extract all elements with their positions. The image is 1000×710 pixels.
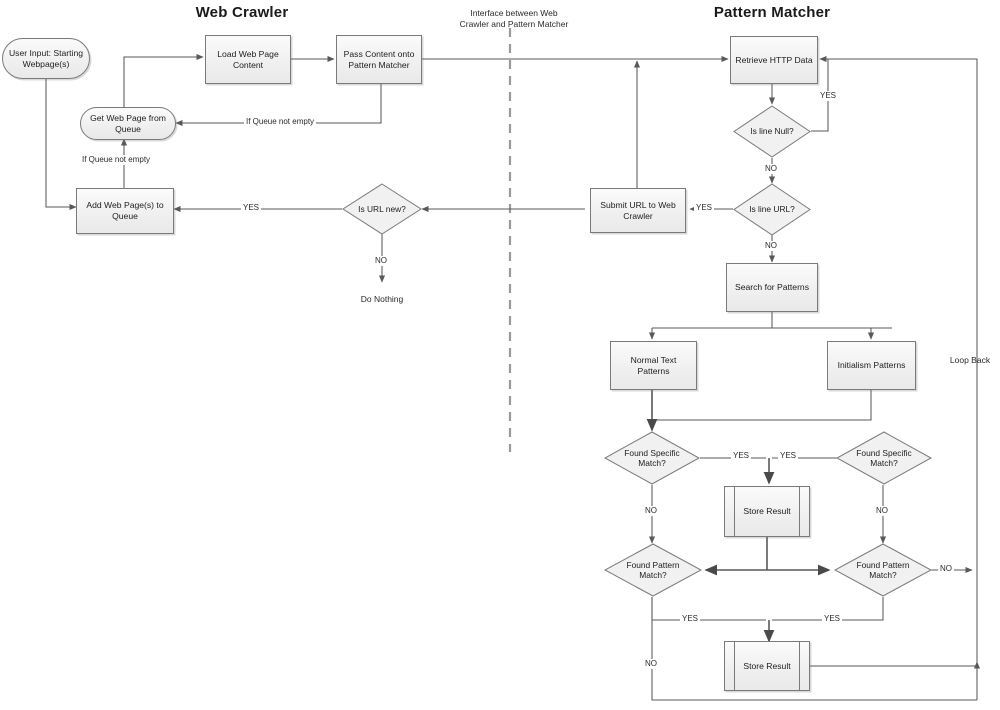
title-pattern-matcher: Pattern Matcher [713, 4, 831, 21]
node-found-specific-match-right-label: Found Specific Match? [856, 447, 912, 469]
node-load-web-page[interactable]: Load Web Page Content [205, 35, 291, 84]
edge-label-pattern-left-yes: YES [680, 614, 701, 624]
node-normal-text-patterns[interactable]: Normal Text Patterns [610, 341, 697, 390]
node-get-web-page[interactable]: Get Web Page from Queue [80, 107, 176, 140]
edge-label-url-new-no: NO [373, 256, 389, 266]
edge-label-pattern-right-no: NO [938, 564, 954, 574]
annotation-interface-note: Interface between Web Crawler and Patter… [459, 8, 569, 29]
edge-label-specific-left-no: NO [643, 506, 659, 516]
node-retrieve-http-label: Retrieve HTTP Data [735, 54, 813, 65]
node-is-line-null[interactable]: Is line Null? [733, 105, 811, 158]
node-found-pattern-match-left-label: Found Pattern Match? [626, 559, 680, 581]
diamond-shape [604, 543, 702, 597]
diamond-shape [834, 543, 932, 597]
node-retrieve-http[interactable]: Retrieve HTTP Data [730, 36, 818, 84]
diamond-shape [604, 431, 700, 485]
edge-label-line-url-no: NO [763, 241, 779, 251]
node-user-input[interactable]: User Input: Starting Webpage(s) [2, 38, 90, 79]
node-submit-url[interactable]: Submit URL to Web Crawler [590, 188, 686, 233]
edge-label-line-null-no: NO [763, 164, 779, 174]
edge-label-line-null-yes: YES [818, 91, 839, 101]
node-is-url-new[interactable]: Is URL new? [342, 183, 422, 235]
title-web-crawler: Web Crawler [195, 4, 289, 21]
node-pass-content[interactable]: Pass Content onto Pattern Matcher [336, 35, 422, 84]
diamond-shape [342, 183, 422, 235]
node-store-result-bottom[interactable]: Store Result [724, 641, 810, 691]
node-store-result-top[interactable]: Store Result [724, 486, 810, 537]
node-found-specific-match-left-label: Found Specific Match? [624, 447, 680, 469]
edge-label-line-url-yes: YES [694, 203, 715, 213]
diamond-shape [733, 105, 811, 158]
node-submit-url-label: Submit URL to Web Crawler [600, 199, 676, 221]
node-found-pattern-match-left[interactable]: Found Pattern Match? [604, 543, 702, 597]
edge-label-specific-left-yes: YES [731, 451, 752, 461]
node-store-result-top-label: Store Result [743, 506, 791, 516]
node-load-web-page-label: Load Web Page Content [217, 48, 279, 70]
node-add-web-page[interactable]: Add Web Page(s) to Queue [76, 188, 174, 234]
node-is-line-null-label: Is line Null? [750, 126, 794, 137]
node-normal-text-patterns-label: Normal Text Patterns [630, 354, 677, 376]
edge-label-queue-not-empty-2: If Queue not empty [80, 155, 153, 165]
edge-label-pattern-right-yes: YES [822, 614, 843, 624]
node-is-url-new-label: Is URL new? [358, 203, 406, 214]
diamond-shape [836, 431, 932, 485]
edge-label-specific-right-no: NO [874, 506, 890, 516]
node-is-line-url[interactable]: Is line URL? [733, 183, 811, 236]
node-search-patterns[interactable]: Search for Patterns [726, 263, 818, 312]
node-initialism-patterns[interactable]: Initialism Patterns [827, 341, 916, 390]
node-found-pattern-match-right[interactable]: Found Pattern Match? [834, 543, 932, 597]
node-is-line-url-label: Is line URL? [749, 204, 795, 215]
node-initialism-patterns-label: Initialism Patterns [837, 360, 906, 370]
edge-label-pattern-left-no: NO [643, 659, 659, 669]
node-get-web-page-label: Get Web Page from Queue [90, 112, 166, 134]
node-pass-content-label: Pass Content onto Pattern Matcher [343, 48, 415, 70]
edge-label-queue-not-empty-1: If Queue not empty [244, 117, 317, 127]
node-found-specific-match-right[interactable]: Found Specific Match? [836, 431, 932, 485]
node-search-patterns-label: Search for Patterns [734, 282, 810, 292]
node-user-input-label: User Input: Starting Webpage(s) [8, 47, 84, 69]
diamond-shape [733, 183, 811, 236]
node-found-specific-match-left[interactable]: Found Specific Match? [604, 431, 700, 485]
edge-label-url-new-yes: YES [241, 203, 262, 213]
annotation-loop-back: Loop Back [949, 355, 991, 365]
annotation-do-nothing: Do Nothing [360, 294, 404, 304]
edge-label-specific-right-yes: YES [778, 451, 799, 461]
node-add-web-page-label: Add Web Page(s) to Queue [86, 200, 164, 221]
node-found-pattern-match-right-label: Found Pattern Match? [856, 559, 910, 581]
node-store-result-bottom-label: Store Result [743, 660, 791, 671]
